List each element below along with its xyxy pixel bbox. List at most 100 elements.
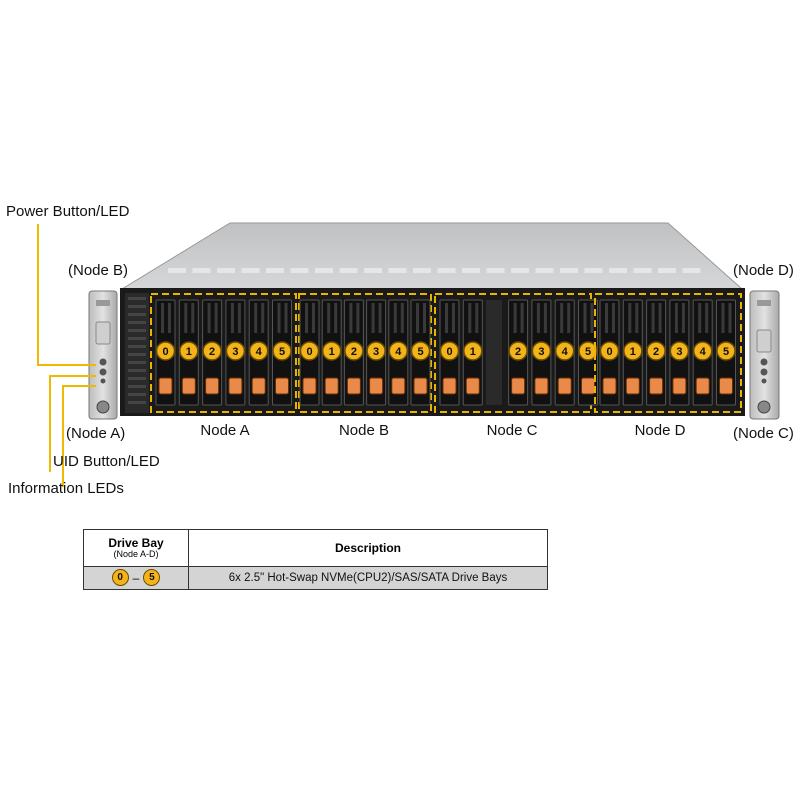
node-c-label: Node C xyxy=(486,422,538,439)
tray-rib xyxy=(475,303,479,333)
bay-number: 1 xyxy=(186,346,192,358)
right-bottom-node-label: (Node C) xyxy=(733,425,794,442)
uid-button-icon[interactable] xyxy=(99,368,107,376)
drive-latch-icon[interactable] xyxy=(369,377,384,395)
vent-slot xyxy=(658,268,676,273)
drive-latch-icon[interactable] xyxy=(158,377,173,395)
header-bay-subtitle: (Node A-D) xyxy=(113,548,159,559)
ear-screw-icon[interactable] xyxy=(757,400,771,414)
tray-rib xyxy=(468,303,472,333)
drive-latch-icon[interactable] xyxy=(346,377,361,395)
power-button-icon[interactable] xyxy=(760,358,768,366)
tray-rib xyxy=(168,303,171,333)
tray-rib xyxy=(583,303,587,333)
left-bottom-node-label: (Node A) xyxy=(66,425,126,442)
bay-number-badge xyxy=(344,341,364,361)
bay-badge-end: 5 xyxy=(143,569,161,587)
table-row: 0–5 6x 2.5" Hot-Swap NVMe(CPU2)/SAS/SATA… xyxy=(83,566,548,590)
power-button-icon[interactable] xyxy=(99,358,107,366)
tray-rib xyxy=(452,303,455,333)
drive-latch-icon[interactable] xyxy=(275,377,289,395)
tray-rib xyxy=(161,303,164,333)
vent-hole xyxy=(128,401,146,404)
drive-latch-icon[interactable] xyxy=(695,377,710,395)
tray-rib xyxy=(349,303,353,333)
left-control-ear xyxy=(88,290,118,420)
tray-rib xyxy=(567,303,571,333)
bay-number: 0 xyxy=(162,346,168,358)
bay-number: 5 xyxy=(279,346,285,358)
tray-rib xyxy=(214,303,218,333)
bay-number-badge xyxy=(692,341,713,361)
drive-latch-icon[interactable] xyxy=(511,377,526,395)
drive-latch-icon[interactable] xyxy=(625,377,640,395)
vent-slot xyxy=(266,268,284,273)
drive-latch-icon[interactable] xyxy=(602,377,617,395)
vent-slot xyxy=(609,268,627,273)
drive-latch-icon[interactable] xyxy=(324,377,339,395)
tray-rib xyxy=(423,303,426,333)
tray-rib xyxy=(277,303,281,333)
vent-slot xyxy=(437,268,456,273)
tray-rib xyxy=(393,303,397,333)
tray-rib xyxy=(184,303,188,333)
node-outline xyxy=(298,293,432,413)
tray-rib xyxy=(628,303,632,333)
drive-latch-icon[interactable] xyxy=(228,377,243,395)
vent-hole xyxy=(128,385,146,388)
tray-rib xyxy=(237,303,241,333)
tray-rib xyxy=(705,303,709,333)
bay-number: 5 xyxy=(585,346,591,358)
drive-latch-icon[interactable] xyxy=(557,377,572,395)
tray-rib xyxy=(230,303,234,333)
bay-number: 0 xyxy=(306,346,312,358)
vent-slot xyxy=(290,268,309,273)
drive-latch-icon[interactable] xyxy=(413,377,428,395)
vent-slot xyxy=(192,268,211,273)
uid-button-icon[interactable] xyxy=(760,368,768,376)
drive-latch-icon[interactable] xyxy=(719,377,733,395)
tray-rib xyxy=(254,303,258,333)
header-description: Description xyxy=(188,529,548,567)
bay-badge-start: 0 xyxy=(111,569,129,587)
bay-number: 4 xyxy=(395,346,402,358)
drive-latch-icon[interactable] xyxy=(391,377,406,395)
ear-screw-icon[interactable] xyxy=(96,400,110,414)
vent-slot xyxy=(462,268,480,273)
bay-range-cell: 0–5 xyxy=(83,566,189,590)
bay-number-badge xyxy=(321,341,342,361)
power-button-label: Power Button/LED xyxy=(6,203,130,220)
vent-hole xyxy=(128,313,146,316)
bay-number-badge xyxy=(155,341,176,361)
bay-number: 4 xyxy=(256,346,263,358)
drive-latch-icon[interactable] xyxy=(534,377,549,395)
vent-slot xyxy=(486,268,505,273)
bay-number: 1 xyxy=(329,346,335,358)
tray-rib xyxy=(378,303,382,333)
drive-latch-icon[interactable] xyxy=(251,377,266,395)
vent-hole xyxy=(128,345,146,348)
drive-latch-icon[interactable] xyxy=(465,377,480,395)
drive-latch-icon[interactable] xyxy=(205,377,220,395)
top-vents xyxy=(168,268,701,273)
bay-number: 0 xyxy=(606,346,612,358)
bay-number-badge xyxy=(248,341,269,361)
drive-latch-icon[interactable] xyxy=(181,377,196,395)
vent-slot xyxy=(511,268,529,273)
tray-rib xyxy=(681,303,685,333)
tray-rib xyxy=(635,303,639,333)
drive-latch-icon[interactable] xyxy=(581,377,595,395)
vent-slot xyxy=(241,268,260,273)
bay-number-badge xyxy=(646,341,666,361)
drive-latch-icon[interactable] xyxy=(672,377,687,395)
drive-latch-icon[interactable] xyxy=(442,377,457,395)
vent-slot xyxy=(560,268,578,273)
bay-number: 1 xyxy=(470,346,476,358)
tray-rib xyxy=(543,303,547,333)
tray-rib xyxy=(612,303,615,333)
drive-latch-icon[interactable] xyxy=(649,377,664,395)
drive-latch-icon[interactable] xyxy=(302,377,317,395)
bay-number-badge xyxy=(716,341,736,361)
bay-number: 4 xyxy=(562,346,569,358)
